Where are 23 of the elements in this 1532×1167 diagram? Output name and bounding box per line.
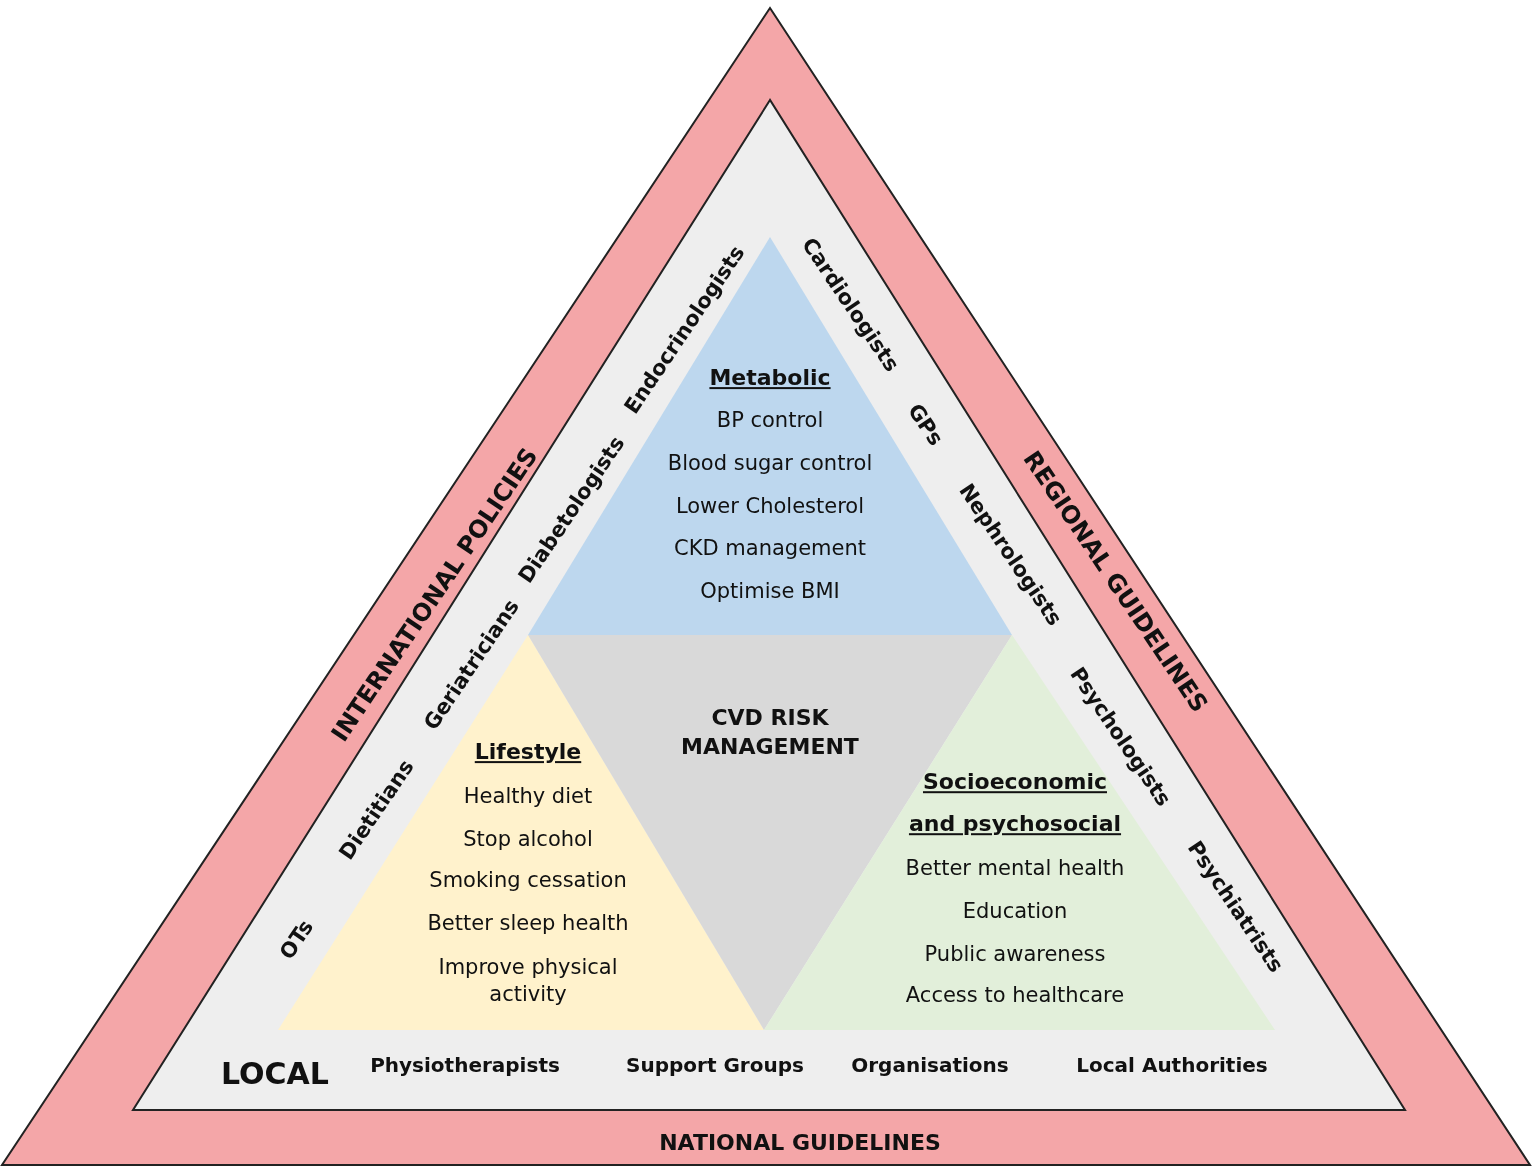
list-item: Lower Cholesterol (675, 493, 865, 521)
list-item: Better mental health (905, 855, 1125, 883)
list-item: Education (962, 898, 1068, 926)
list-item: Healthy diet (463, 783, 593, 811)
specialist-triangle (133, 100, 1405, 1110)
group-label: Organisations (851, 1052, 1009, 1078)
group-label: Support Groups (626, 1052, 804, 1078)
list-item: Improve physical activity (437, 953, 619, 1008)
list-item: Smoking cessation (429, 867, 627, 895)
group-label: Physiotherapists (370, 1052, 560, 1078)
center-title: CVD RISK MANAGEMENT (680, 704, 860, 761)
guideline-band-triangle (2, 8, 1530, 1165)
list-item: CKD management (674, 535, 866, 563)
local-label: LOCAL (221, 1054, 329, 1093)
band-label: NATIONAL GUIDELINES (659, 1128, 941, 1157)
list-item: Optimise BMI (700, 578, 840, 606)
list-item: Access to healthcare (905, 982, 1125, 1010)
section-heading: Lifestyle (474, 738, 582, 767)
list-item: Better sleep health (427, 910, 629, 938)
list-item: Public awareness (924, 941, 1106, 969)
group-label: Local Authorities (1076, 1052, 1268, 1078)
list-item: Blood sugar control (667, 450, 873, 478)
list-item: Stop alcohol (463, 826, 593, 854)
